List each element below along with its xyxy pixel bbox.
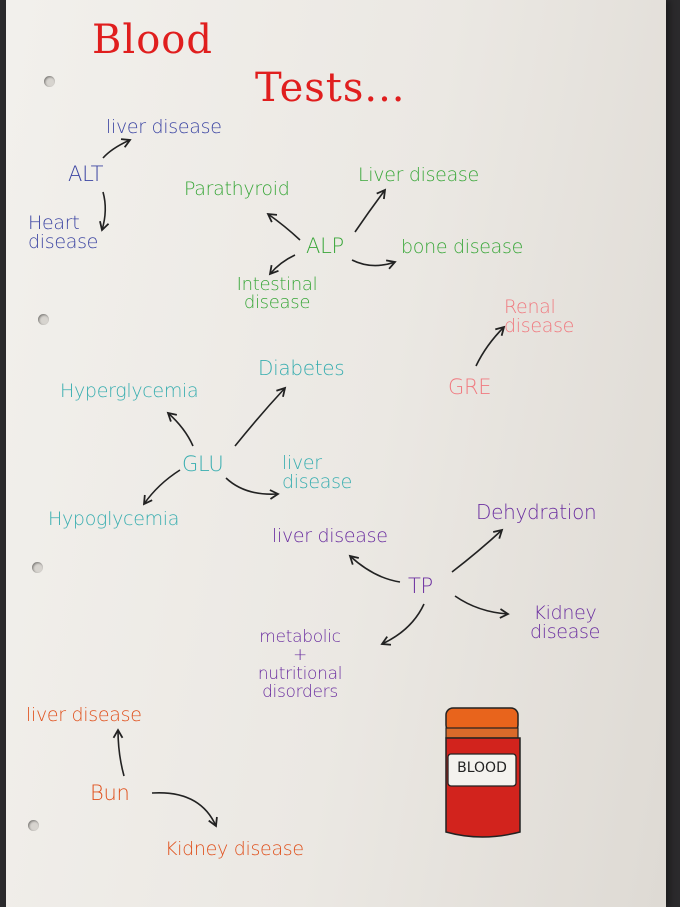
arrow-alt-liver <box>102 138 132 159</box>
arrow-glu-hyper <box>166 411 194 447</box>
arrow-gre-renal <box>475 325 506 367</box>
arrow-alp-parathyroid <box>266 212 301 241</box>
jar-blood-label: BLOOD <box>457 760 507 776</box>
alt-node: ALT <box>68 162 104 186</box>
arrow-bun-kidney <box>151 791 218 828</box>
alp-liver-disease: Liver disease <box>358 164 479 186</box>
arrow-glu-hypo <box>142 469 181 506</box>
arrow-glu-liver <box>225 477 280 500</box>
alp-intestinal-disease: Intestinal disease <box>236 274 318 313</box>
bun-kidney-disease: Kidney disease <box>165 838 304 860</box>
arrow-alp-intestinal <box>268 254 296 276</box>
glu-diabetes: Diabetes <box>258 356 345 380</box>
alp-parathyroid: Parathyroid <box>184 178 290 200</box>
gre-node: GRE <box>448 375 492 399</box>
glu-liver-disease: liver disease <box>282 452 353 493</box>
alp-node: ALP <box>306 234 344 258</box>
glu-hyperglycemia: Hyperglycemia <box>60 380 199 402</box>
arrow-bun-liver <box>112 728 125 777</box>
arrow-tp-dehydration <box>451 528 504 573</box>
arrow-alp-liver <box>354 188 387 233</box>
alt-heart-disease: Heart disease <box>28 212 99 253</box>
glu-node: GLU <box>182 452 224 476</box>
title-tests: Tests... <box>255 65 406 111</box>
punch-hole-top <box>44 76 55 87</box>
punch-hole-lower <box>32 562 43 573</box>
title-blood: Blood <box>92 17 213 63</box>
tp-dehydration: Dehydration <box>476 500 597 524</box>
bun-node: Bun <box>90 781 130 805</box>
punch-hole-middle <box>38 314 49 325</box>
tp-liver-disease: liver disease <box>272 525 388 547</box>
bun-liver-disease: liver disease <box>26 704 142 726</box>
alt-liver-disease: liver disease <box>106 116 222 138</box>
punch-hole-bottom <box>28 820 39 831</box>
arrow-alp-bone <box>351 259 397 270</box>
arrow-tp-kidney <box>454 595 510 619</box>
tp-kidney-disease: Kidney disease <box>529 602 601 643</box>
blood-jar <box>445 707 521 838</box>
glu-hypoglycemia: Hypoglycemia <box>48 508 180 530</box>
gre-renal-disease: Renal disease <box>504 296 575 337</box>
paper-sheet <box>6 0 666 907</box>
arrow-alt-heart <box>99 191 110 232</box>
arrow-tp-metabolic <box>380 603 425 646</box>
arrow-glu-diabetes <box>234 386 287 447</box>
tp-metabolic-nutritional: metabolic + nutritional disorders <box>257 627 343 703</box>
arrow-tp-liver <box>348 554 401 583</box>
tp-node: TP <box>408 574 433 598</box>
alp-bone-disease: bone disease <box>401 236 524 258</box>
